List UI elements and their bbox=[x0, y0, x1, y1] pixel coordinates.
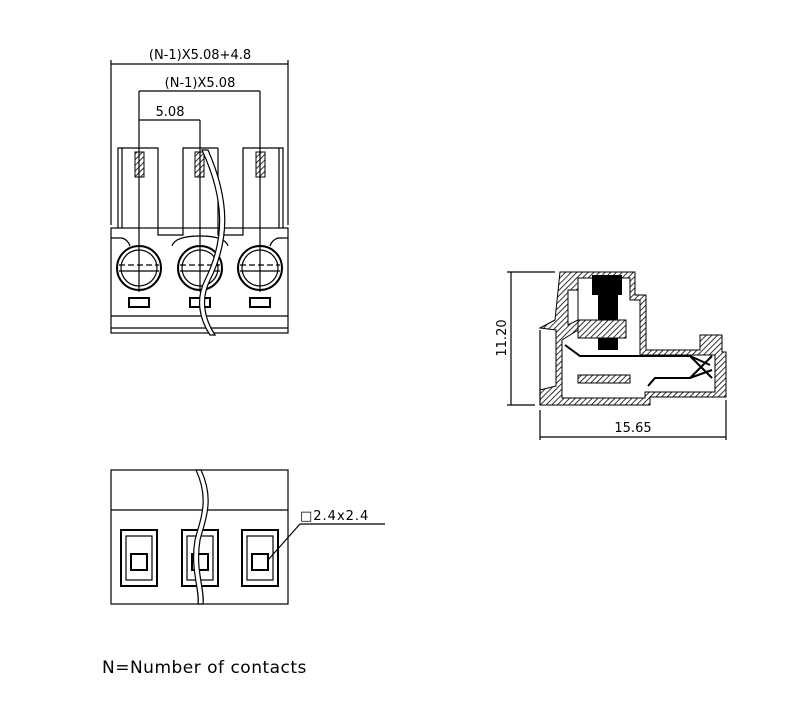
bottom-view: □2.4x2.4 bbox=[110, 469, 385, 605]
dim-depth-label: 15.65 bbox=[614, 421, 651, 436]
dim-height-label: 11.20 bbox=[495, 319, 510, 356]
contacts-note: N=Number of contacts bbox=[102, 658, 307, 678]
dim-overall-label: (N-1)X5.08+4.8 bbox=[149, 48, 251, 63]
dim-pitch-label: 5.08 bbox=[156, 105, 185, 120]
front-view: (N-1)X5.08+4.8 (N-1)X5.08 5.08 bbox=[110, 48, 289, 336]
dim-pitch-total-label: (N-1)X5.08 bbox=[165, 76, 236, 91]
wire-entry-3 bbox=[241, 529, 279, 587]
dim-opening-label: □2.4x2.4 bbox=[300, 509, 369, 524]
wire-entry-1 bbox=[120, 529, 158, 587]
side-view: 11.20 15.65 bbox=[495, 271, 727, 440]
